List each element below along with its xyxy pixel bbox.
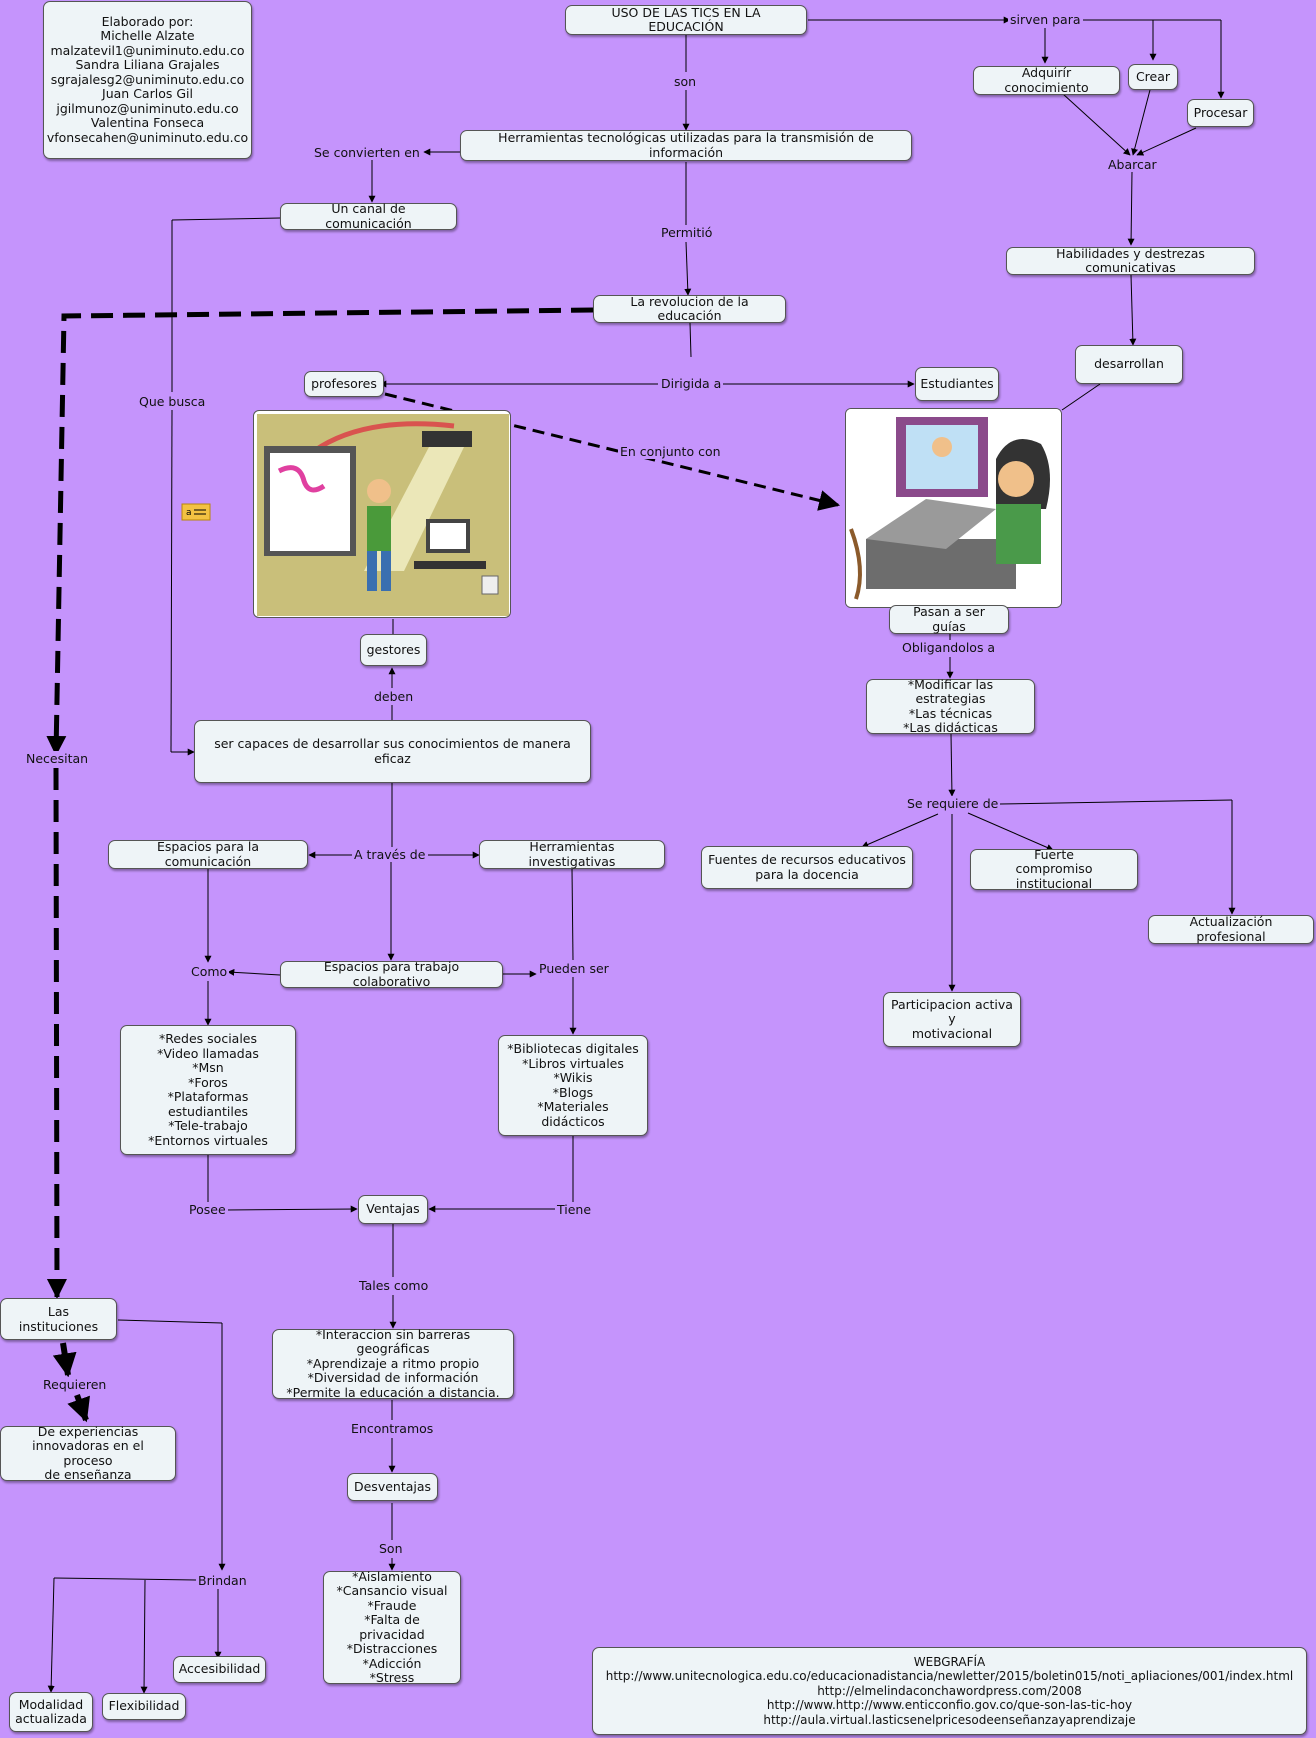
svg-text:a: a xyxy=(186,508,192,518)
student-computer-icon xyxy=(846,409,1061,607)
node-herramientas[interactable]: Herramientas tecnológicas utilizadas par… xyxy=(460,130,912,161)
node-bibliotecas[interactable]: *Bibliotecas digitales *Libros virtuales… xyxy=(498,1035,648,1136)
credits-line: Michelle Alzate xyxy=(100,28,195,44)
node-instituciones[interactable]: Las instituciones xyxy=(0,1298,117,1340)
teacher-smartboard-icon xyxy=(257,414,509,616)
node-accesibilidad[interactable]: Accesibilidad xyxy=(173,1656,266,1683)
node-actualizacion[interactable]: Actualización profesional xyxy=(1148,914,1314,944)
link-como: Como xyxy=(189,964,230,979)
node-revolucion[interactable]: La revolucion de la educación xyxy=(593,294,786,323)
link-se-requiere: Se requiere de xyxy=(905,796,1001,811)
node-adquirir[interactable]: Adquirír conocimiento xyxy=(973,65,1120,95)
node-webgrafia: WEBGRAFÍA http://www.unitecnologica.edu.… xyxy=(592,1647,1307,1735)
node-modificar[interactable]: *Modificar las estrategias *Las técnicas… xyxy=(866,677,1035,735)
node-profesores[interactable]: profesores xyxy=(304,371,384,397)
link-deben: deben xyxy=(372,689,416,704)
link-que-busca: Que busca xyxy=(137,394,208,409)
link-requieren: Requieren xyxy=(41,1377,109,1392)
credits-line: Juan Carlos Gil xyxy=(102,86,193,102)
link-brindan: Brindan xyxy=(196,1573,249,1588)
note-icon: a xyxy=(181,503,211,521)
node-ventajas[interactable]: Ventajas xyxy=(358,1195,428,1224)
link-posee: Posee xyxy=(187,1202,228,1217)
node-espacios-trabajo[interactable]: Espacios para trabajo colaborativo xyxy=(280,959,503,988)
node-habilidades[interactable]: Habilidades y destrezas comunicativas xyxy=(1006,246,1255,275)
node-experiencias[interactable]: De experiencias innovadoras en el proces… xyxy=(0,1424,176,1482)
main-concept-node[interactable]: USO DE LAS TICS EN LA EDUCACIÓN xyxy=(565,5,807,35)
link-son: son xyxy=(672,74,699,89)
node-herramientas-investigativas[interactable]: Herramientas investigativas xyxy=(479,839,665,869)
node-aislamiento[interactable]: *Aislamiento *Cansancio visual *Fraude *… xyxy=(323,1569,461,1685)
link-dirigida: Dirigida a xyxy=(659,376,724,391)
credits-line: Sandra Liliana Grajales xyxy=(75,57,220,73)
credits-line: sgrajalesg2@uniminuto.edu.co xyxy=(50,71,245,87)
link-abarcar: Abarcar xyxy=(1106,157,1159,172)
node-redes[interactable]: *Redes sociales *Video llamadas *Msn *Fo… xyxy=(120,1025,296,1155)
credits-line: Elaborado por: xyxy=(101,13,194,29)
credits-line: Valentina Fonseca xyxy=(90,115,205,131)
credits-line: jgilmunoz@uniminuto.edu.co xyxy=(56,100,239,116)
node-flexibilidad[interactable]: Flexibilidad xyxy=(102,1693,186,1720)
link-tales-como: Tales como xyxy=(357,1278,431,1293)
link-tiene: Tiene xyxy=(555,1202,594,1217)
link-se-convierten: Se convierten en xyxy=(312,145,422,160)
link-sirven-para: sirven para xyxy=(1008,12,1083,27)
node-desarrollan[interactable]: desarrollan xyxy=(1075,345,1183,384)
node-crear[interactable]: Crear xyxy=(1128,64,1178,90)
node-modalidad[interactable]: Modalidad actualizada xyxy=(9,1692,93,1732)
link-necesitan: Necesitan xyxy=(24,751,91,766)
link-permitio: Permitió xyxy=(659,225,715,240)
node-espacios-comunicacion[interactable]: Espacios para la comunicación xyxy=(108,839,308,869)
link-en-conjunto: En conjunto con xyxy=(618,444,723,459)
teacher-clipart-image xyxy=(253,410,511,618)
student-clipart-image xyxy=(845,408,1062,608)
node-ser-capaces[interactable]: ser capaces de desarrollar sus conocimie… xyxy=(194,720,591,783)
node-interaccion[interactable]: *Interaccion sin barreras geográficas *A… xyxy=(272,1327,514,1400)
link-obligandolos: Obligandolos a xyxy=(900,640,998,655)
node-pasan[interactable]: Pasan a ser guías xyxy=(889,604,1009,634)
node-gestores[interactable]: gestores xyxy=(360,634,427,666)
link-encontramos: Encontramos xyxy=(349,1421,436,1436)
link-son-2: Son xyxy=(377,1541,405,1556)
node-desventajas[interactable]: Desventajas xyxy=(347,1473,438,1501)
node-estudiantes[interactable]: Estudiantes xyxy=(915,367,999,401)
node-canal[interactable]: Un canal de comunicación xyxy=(280,201,457,230)
link-pueden-ser: Pueden ser xyxy=(537,961,611,976)
credits-line: malzatevil1@uniminuto.edu.co xyxy=(50,42,245,58)
link-a-traves: A través de xyxy=(352,847,428,862)
credits-line: vfonsecahen@uniminuto.edu.co xyxy=(46,129,249,145)
node-fuerte[interactable]: Fuerte compromiso institucional xyxy=(970,847,1138,891)
node-procesar[interactable]: Procesar xyxy=(1187,99,1254,127)
node-fuentes[interactable]: Fuentes de recursos educativos para la d… xyxy=(701,846,913,889)
node-participacion[interactable]: Participacion activa y motivacional xyxy=(883,992,1021,1047)
